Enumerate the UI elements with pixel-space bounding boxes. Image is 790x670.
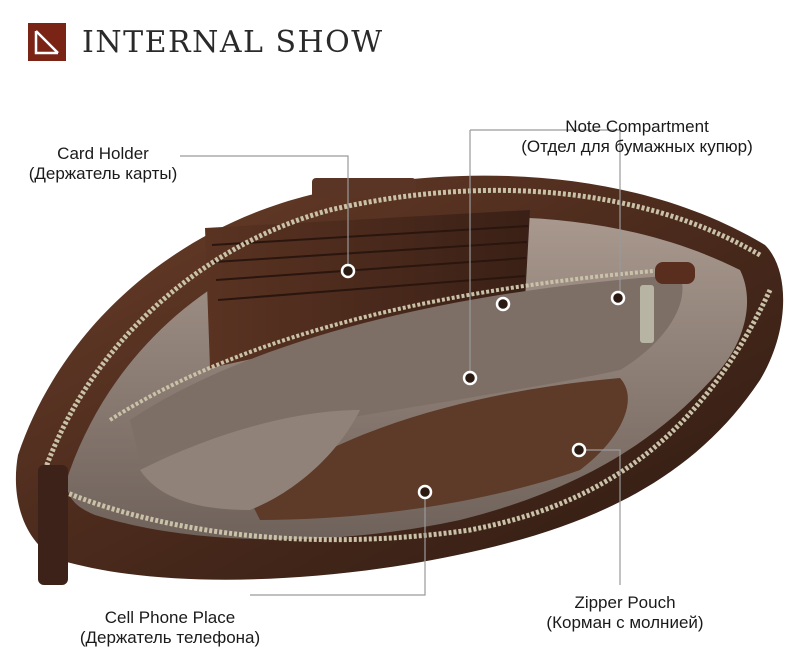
marker-note-compartment [462,370,478,386]
label-cell-phone-ru: (Держатель телефона) [79,628,261,647]
marker-note-compartment-2 [495,296,511,312]
marker-cell-phone [417,484,433,500]
zipper-pull [640,285,654,343]
label-zipper-pouch: Zipper Pouch (Корман с молнией) [520,593,730,633]
label-cell-phone: Cell Phone Place (Держатель телефона) [50,608,290,648]
header: INTERNAL SHOW [28,20,384,64]
outer-zipper [42,187,762,471]
label-card-holder-ru: (Держатель карты) [28,164,178,183]
label-card-holder-en: Card Holder [57,144,149,163]
phone-pocket [140,410,360,510]
label-note-compartment-ru: (Отдел для бумажных купюр) [521,137,753,156]
label-zipper-pouch-en: Zipper Pouch [574,593,676,612]
brand-logo-icon [28,23,66,61]
marker-zipper [610,290,626,306]
marker-card-holder [340,263,356,279]
callout-lines [180,129,621,596]
note-compartment [130,275,683,460]
label-card-holder: Card Holder (Держатель карты) [28,144,178,184]
wallet-top-tab [312,178,416,198]
page-title: INTERNAL SHOW [82,24,384,60]
label-cell-phone-en: Cell Phone Place [104,608,236,627]
marker-zipper-pouch [571,442,587,458]
label-zipper-pouch-ru: (Корман с молнией) [546,613,704,632]
label-note-compartment-en: Note Compartment [565,117,709,136]
label-note-compartment: Note Compartment (Отдел для бумажных куп… [492,117,782,157]
inner-zipper [108,266,691,422]
zipper-pouch-front [250,378,628,520]
